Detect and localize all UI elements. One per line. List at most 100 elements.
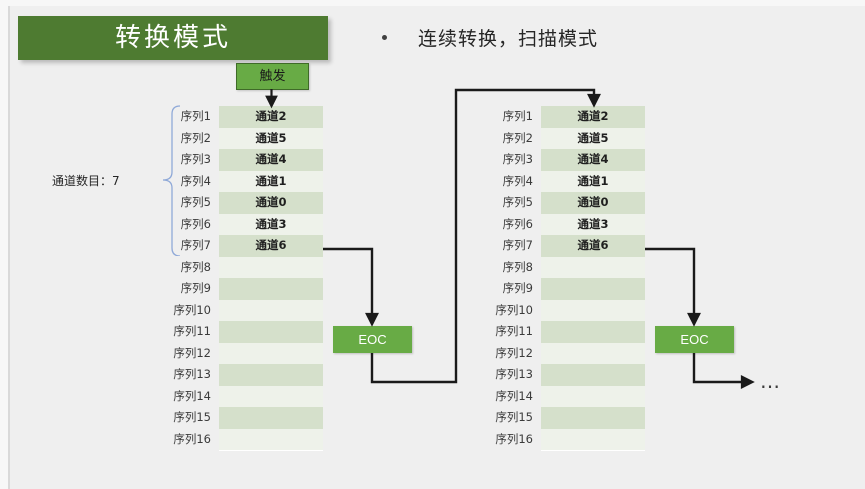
table-row: 序列16 xyxy=(495,428,645,451)
table-row: 序列10 xyxy=(173,299,323,322)
channel-cell xyxy=(219,299,323,322)
channel-cell xyxy=(541,278,645,301)
sequence-label: 序列13 xyxy=(495,367,533,381)
sequence-label: 序列10 xyxy=(173,302,211,317)
slide-left-edge xyxy=(0,0,8,489)
sequence-label: 序列11 xyxy=(495,324,533,338)
channel-cell: 通道2 xyxy=(219,106,323,129)
bullet-dot-icon xyxy=(382,35,387,40)
channel-cell: 通道0 xyxy=(541,192,645,215)
bullet-row: 连续转换，扫描模式 xyxy=(382,22,812,56)
sequence-label: 序列8 xyxy=(180,259,211,274)
sequence-label: 序列7 xyxy=(502,238,533,252)
sequence-label: 序列1 xyxy=(180,109,211,123)
table-row: 序列11 xyxy=(495,321,645,344)
sequence-label: 序列14 xyxy=(495,388,533,403)
arrow-left-row7-to-eoc xyxy=(323,247,379,327)
sequence-label: 序列6 xyxy=(180,216,211,231)
channel-cell xyxy=(541,428,645,451)
table-row: 序列6 通道3 xyxy=(181,213,323,236)
channel-cell: 通道4 xyxy=(219,149,323,172)
sequence-label: 序列6 xyxy=(502,216,533,231)
sequence-label: 序列9 xyxy=(180,281,211,295)
channel-cell xyxy=(219,385,323,408)
channel-group-brace xyxy=(160,104,182,256)
slide-top-edge xyxy=(0,0,865,6)
channel-cell xyxy=(219,364,323,387)
arrow-right-row7-to-eoc xyxy=(645,247,701,327)
title-banner: 转换模式 xyxy=(18,16,328,60)
table-row: 序列16 xyxy=(173,428,323,451)
table-row: 序列14 xyxy=(173,385,323,408)
sequence-label: 序列9 xyxy=(502,281,533,295)
table-row: 序列6 通道3 xyxy=(503,213,645,236)
table-row: 序列4 通道1 xyxy=(181,170,323,193)
channel-cell: 通道0 xyxy=(219,192,323,215)
channel-cell: 通道6 xyxy=(219,235,323,258)
table-row: 序列9 xyxy=(181,278,323,301)
table-row: 序列15 xyxy=(173,407,323,430)
sequence-label: 序列1 xyxy=(502,109,533,123)
sequence-label: 序列14 xyxy=(173,388,211,403)
table-row: 序列5 通道0 xyxy=(503,192,645,215)
table-row: 序列13 xyxy=(495,364,645,387)
table-row: 序列8 xyxy=(181,256,323,279)
sequence-label: 序列2 xyxy=(180,130,211,145)
eoc-box-right[interactable]: EOC xyxy=(655,326,734,353)
eoc-box-left[interactable]: EOC xyxy=(333,326,412,353)
channel-cell: 通道1 xyxy=(541,170,645,193)
sequence-label: 序列10 xyxy=(495,302,533,317)
sequence-label: 序列4 xyxy=(180,173,211,188)
channel-cell xyxy=(541,342,645,365)
eoc-label: EOC xyxy=(358,332,387,347)
sequence-label: 序列12 xyxy=(495,345,533,360)
slide-left-rule xyxy=(8,6,10,489)
table-row: 序列2 通道5 xyxy=(181,127,323,150)
channel-cell: 通道3 xyxy=(541,213,645,236)
channel-cell xyxy=(541,364,645,387)
channel-cell: 通道5 xyxy=(219,127,323,150)
channel-cell xyxy=(541,256,645,279)
sequence-label: 序列13 xyxy=(173,367,211,381)
channel-cell xyxy=(541,321,645,344)
sequence-label: 序列16 xyxy=(495,431,533,446)
sequence-label: 序列11 xyxy=(173,324,211,338)
channel-cell xyxy=(219,321,323,344)
channel-cell xyxy=(541,385,645,408)
channel-cell: 通道1 xyxy=(219,170,323,193)
sequence-label: 序列15 xyxy=(495,410,533,424)
trigger-label: 触发 xyxy=(259,69,286,84)
table-row: 序列1 通道2 xyxy=(181,106,323,129)
sequence-label: 序列15 xyxy=(173,410,211,424)
bullet-text: 连续转换，扫描模式 xyxy=(418,28,599,50)
channel-cell: 通道3 xyxy=(219,213,323,236)
channel-cell xyxy=(219,342,323,365)
sequence-label: 序列5 xyxy=(502,195,533,209)
table-row: 序列14 xyxy=(495,385,645,408)
channel-cell: 通道2 xyxy=(541,106,645,129)
sequence-label: 序列8 xyxy=(502,259,533,274)
eoc-label: EOC xyxy=(680,332,709,347)
table-row: 序列4 通道1 xyxy=(503,170,645,193)
table-row: 序列12 xyxy=(173,342,323,365)
table-row: 序列15 xyxy=(495,407,645,430)
table-row: 序列12 xyxy=(495,342,645,365)
sequence-label: 序列16 xyxy=(173,431,211,446)
channel-cell xyxy=(219,407,323,430)
sequence-label: 序列12 xyxy=(173,345,211,360)
sequence-label: 序列4 xyxy=(502,173,533,188)
channel-cell xyxy=(541,407,645,430)
channel-cell xyxy=(219,256,323,279)
trigger-box[interactable]: 触发 xyxy=(236,63,309,90)
table-row: 序列13 xyxy=(173,364,323,387)
channel-cell: 通道5 xyxy=(541,127,645,150)
